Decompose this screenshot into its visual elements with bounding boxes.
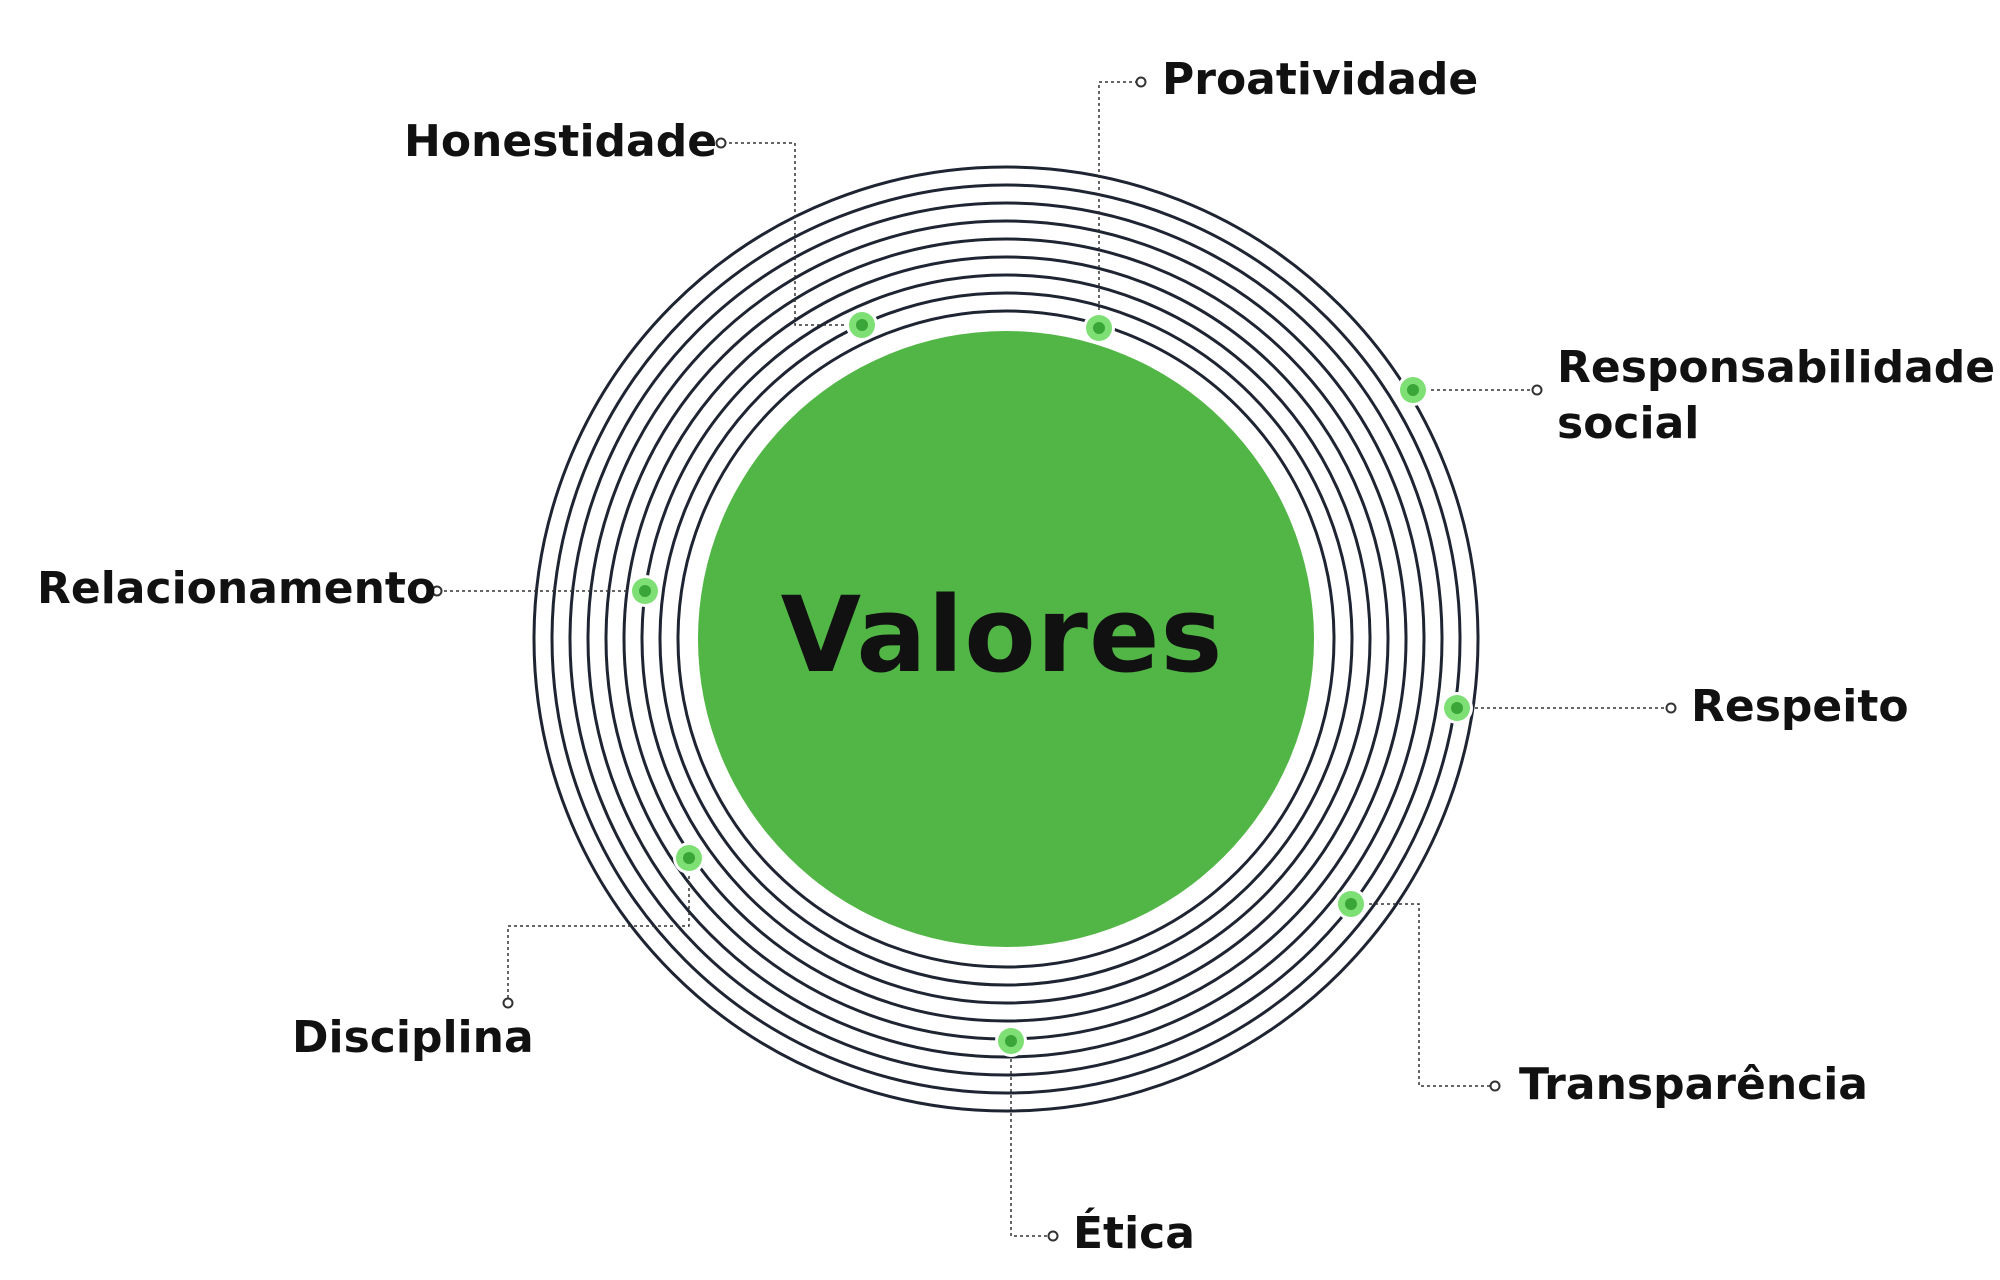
label-proatividade: Proatividade bbox=[1162, 54, 1479, 105]
end-dot-etica bbox=[1047, 1230, 1059, 1242]
label-respeito: Respeito bbox=[1691, 681, 1909, 732]
marker-proatividade bbox=[1083, 312, 1115, 344]
ring-8 bbox=[550, 183, 1462, 1095]
center-title: Valores bbox=[780, 574, 1224, 696]
marker-relacionamento bbox=[629, 575, 661, 607]
end-dot-honestidade bbox=[715, 137, 727, 149]
ring-9 bbox=[532, 165, 1480, 1113]
label-etica: Ética bbox=[1073, 1208, 1195, 1259]
end-dot-relacionamento bbox=[431, 585, 443, 597]
marker-transparencia bbox=[1335, 888, 1367, 920]
connector-disciplina bbox=[507, 858, 690, 1000]
end-dot-respeito bbox=[1665, 702, 1677, 714]
ring-7 bbox=[568, 201, 1444, 1077]
connector-honestidade bbox=[721, 142, 862, 326]
label-relacionamento: Relacionamento bbox=[37, 563, 437, 614]
end-dot-proatividade bbox=[1135, 76, 1147, 88]
ring-1 bbox=[676, 309, 1336, 969]
concentric-rings bbox=[532, 165, 1480, 1113]
marker-disciplina bbox=[673, 842, 705, 874]
label-responsabilidade-social-line1: Responsabilidade bbox=[1557, 342, 1996, 393]
end-dot-disciplina bbox=[502, 997, 514, 1009]
center-circle bbox=[698, 331, 1314, 947]
connectors bbox=[437, 81, 1667, 1237]
marker-responsabilidade-social bbox=[1397, 374, 1429, 406]
ring-3 bbox=[640, 273, 1372, 1005]
connector-end-dots bbox=[431, 76, 1677, 1242]
connector-proatividade bbox=[1098, 81, 1137, 328]
label-disciplina: Disciplina bbox=[292, 1012, 534, 1063]
marker-honestidade bbox=[846, 309, 878, 341]
end-dot-responsabilidade-social bbox=[1531, 384, 1543, 396]
ring-6 bbox=[586, 219, 1426, 1059]
label-honestidade: Honestidade bbox=[404, 116, 718, 167]
label-responsabilidade-social-line2: social bbox=[1557, 398, 1700, 449]
ring-4 bbox=[622, 255, 1390, 1023]
connector-etica bbox=[1010, 1041, 1049, 1237]
marker-etica bbox=[995, 1025, 1027, 1057]
ring-markers bbox=[629, 309, 1473, 1057]
connector-transparencia bbox=[1351, 903, 1491, 1087]
ring-2 bbox=[658, 291, 1354, 987]
label-transparencia: Transparência bbox=[1519, 1059, 1868, 1110]
marker-respeito bbox=[1441, 692, 1473, 724]
end-dot-transparencia bbox=[1489, 1080, 1501, 1092]
